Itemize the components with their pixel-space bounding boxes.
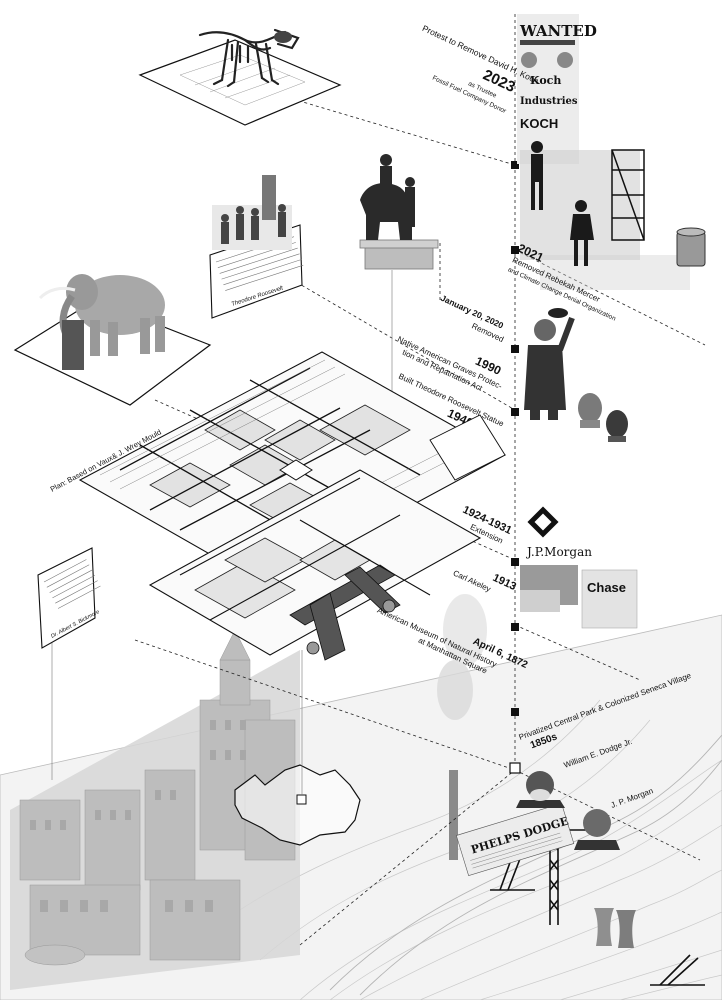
dodge-portrait <box>516 771 565 808</box>
elephant-platform <box>13 274 212 406</box>
museum-footprint-outline <box>234 764 361 846</box>
smokestack <box>437 594 487 860</box>
poster-title: WANTED <box>519 22 597 40</box>
event-1913-year: 1913 <box>491 572 518 593</box>
elephant-figure <box>38 274 165 356</box>
scaffolding <box>611 149 645 241</box>
event-1913-line1: Carl Akeley <box>452 568 492 593</box>
explorers-photo <box>212 175 292 250</box>
roosevelt-statue <box>359 154 439 270</box>
roosevelt-portrait <box>524 308 575 420</box>
museum-ground-plan <box>148 469 482 661</box>
poster-koch: Koch <box>530 74 561 87</box>
protest-figures <box>531 141 594 266</box>
jpmorgan-logo: J.P.Morgan <box>525 506 592 559</box>
bickmore-quote-card: Dr. Albert S. Bickmore <box>37 547 101 649</box>
cooling-towers <box>594 908 636 948</box>
paint-bucket <box>676 227 706 267</box>
morgan-portrait <box>574 809 620 850</box>
event-2020: January 20, 2020 Removed <box>439 293 505 344</box>
display-easel <box>62 320 84 370</box>
newspaper-clipping: PHELPS DODGE <box>455 802 575 877</box>
indigenous-busts <box>578 393 628 442</box>
chase-wordmark: Chase <box>587 580 626 595</box>
dinosaur-platform <box>138 28 342 126</box>
footprint-marker <box>296 794 307 805</box>
timeline-markers <box>509 161 521 774</box>
poster-institute: KOCH <box>520 116 558 131</box>
chase-protest-signs: Chase <box>520 565 638 629</box>
poster-industries: Industries <box>520 96 578 107</box>
protest-poster: WANTED Koch Industries KOCH <box>517 14 597 164</box>
jpmorgan-wordmark: J.P.Morgan <box>525 545 592 559</box>
